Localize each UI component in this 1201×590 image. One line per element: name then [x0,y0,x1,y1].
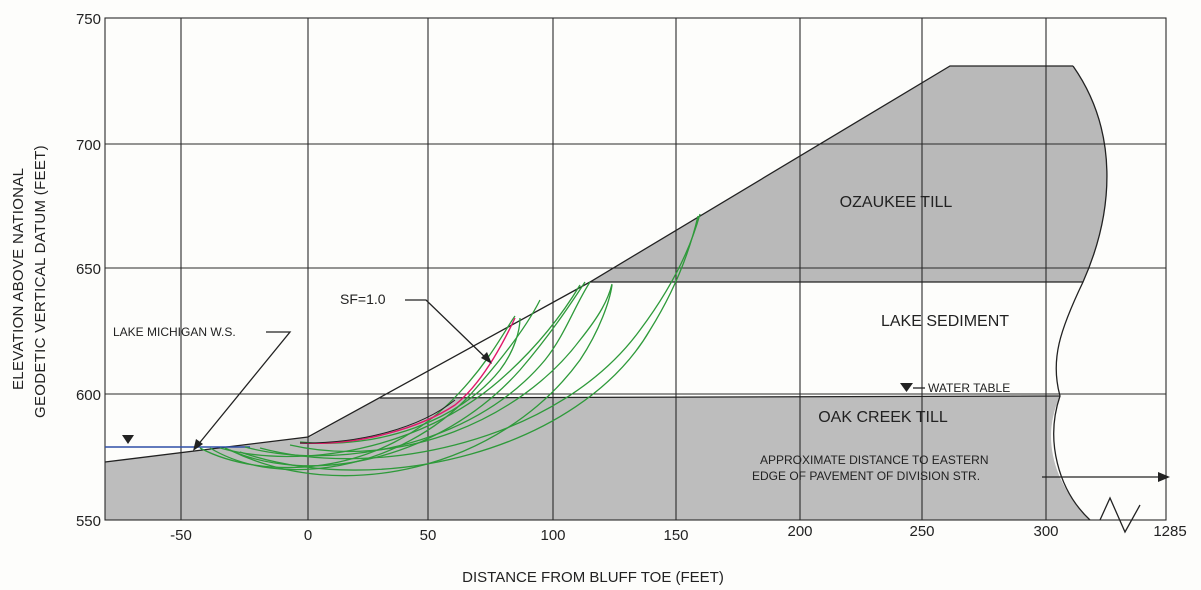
x-tick-300: 300 [1033,523,1058,540]
oak-creek-till-label: OAK CREEK TILL [818,409,948,426]
slip-surface [289,283,613,453]
critical-slip-surface [299,317,516,445]
x-tick-200: 200 [787,523,812,540]
slip-surface [229,284,613,477]
y-tick-700: 700 [76,137,101,154]
lake-ws-leader [196,331,292,447]
water-table-label: WATER TABLE [928,381,1010,395]
x-tick-100: 100 [540,527,565,544]
slip-surface [299,317,521,444]
sf-leader [405,299,489,361]
x-tick-150: 150 [663,527,688,544]
safety-factor-label: SF=1.0 [340,291,386,307]
x-tick--50: -50 [170,527,192,544]
soil-layers [105,66,1107,520]
y-tick-550: 550 [76,513,101,530]
y-tick-600: 600 [76,387,101,404]
x-tick-50: 50 [420,527,437,544]
water-table-triangle-icon [900,383,913,392]
x-tick-0: 0 [304,527,312,544]
y-tick-labels: 750 700 650 600 550 [76,11,101,530]
slip-surface [244,281,591,457]
sf-arrowhead-icon [481,352,492,364]
slip-surface [209,299,541,471]
y-tick-650: 650 [76,261,101,278]
y-tick-750: 750 [76,11,101,28]
east-boundary-curve [1053,65,1108,521]
slip-surface [219,284,581,458]
leader-arrows [196,299,1166,478]
distance-arrowhead-icon [1158,472,1170,482]
lake-sediment-label: LAKE SEDIMENT [881,313,1009,330]
x-tick-250: 250 [909,523,934,540]
x-tick-1285: 1285 [1153,523,1186,540]
lake-michigan-ws-label: LAKE MICHIGAN W.S. [113,325,236,339]
axis-break-icon [1099,496,1141,534]
trial-slip-surfaces [199,213,701,477]
distance-note-line1: APPROXIMATE DISTANCE TO EASTERN [760,453,989,467]
lake-ws-arrowhead-icon [193,439,203,451]
oak-creek-till-fill [105,396,1090,520]
ozaukee-till-label: OZAUKEE TILL [840,194,953,211]
y-axis-title-line2: GEODETIC VERTICAL DATUM (FEET) [32,145,49,418]
lake-sediment-oak-creek-contact [379,395,1061,399]
slip-surface [259,213,701,460]
x-tick-labels: -50 0 50 100 150 200 250 300 1285 [170,523,1187,544]
y-axis-title-line1: ELEVATION ABOVE NATIONAL [10,167,27,390]
distance-note-line2: EDGE OF PAVEMENT OF DIVISION STR. [752,469,980,483]
slip-surface [239,215,699,471]
critical-slip-surface-trace [299,399,456,444]
grid [104,17,1167,521]
x-axis-title: DISTANCE FROM BLUFF TOE (FEET) [462,569,724,586]
ozaukee-till-fill [590,66,1107,282]
lake-ws-triangle-icon [122,435,134,444]
